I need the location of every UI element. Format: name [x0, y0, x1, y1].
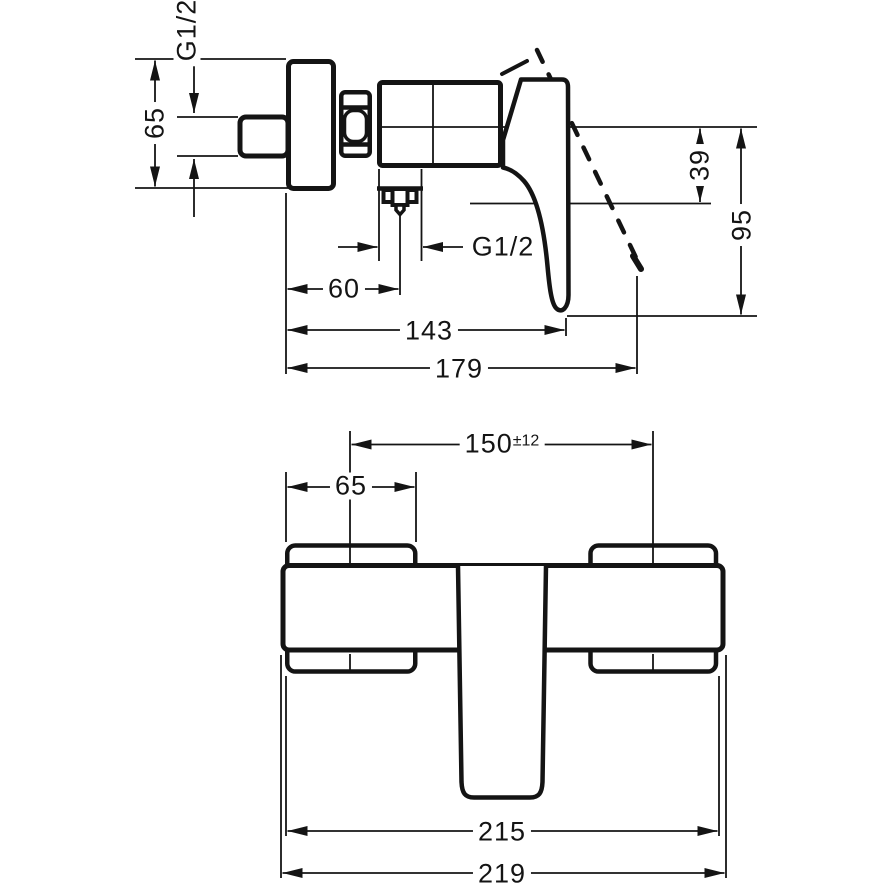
dim-label-escutcheon-width: 65	[329, 472, 373, 500]
dim-label-drop-to-outlet: 39	[685, 143, 715, 187]
front-view	[280, 431, 727, 878]
dim-tolerance-union-centers: ±12	[512, 432, 540, 450]
lever-handle-side	[500, 77, 571, 313]
dim-label-outlet-offset: 60	[322, 275, 366, 303]
lever-swing-arc-tick	[500, 59, 529, 76]
dim-label-drop-to-handle-tip: 95	[727, 203, 757, 247]
lever-open-tip-dash	[630, 253, 644, 272]
dim-label-wall-union-height: 65	[140, 101, 170, 145]
dim-label-inlet-thread: G1/2	[172, 0, 202, 67]
dim-label-projection-handle: 143	[399, 317, 459, 345]
union-nut-facet-lines	[339, 105, 372, 147]
front-extension-lines	[280, 431, 727, 878]
dim-value-union-centers: 150	[464, 428, 513, 459]
dim-label-projection-overall: 179	[429, 355, 489, 383]
dim-label-outlet-thread: G1/2	[466, 233, 540, 261]
dim-label-union-centers: 150±12	[459, 428, 545, 459]
valve-body	[377, 80, 503, 168]
escutcheon-side	[286, 59, 336, 191]
outlet-nipple	[394, 203, 406, 218]
union-nut-facet	[342, 108, 369, 144]
side-view	[135, 47, 757, 374]
lever-handle-front	[455, 565, 549, 800]
shower-outlet-fitting	[377, 186, 423, 218]
side-extension-lines	[135, 58, 757, 374]
dim-label-width-overall: 219	[472, 860, 532, 888]
dim-label-width-across-escutcheons: 215	[472, 818, 532, 846]
wall-inlet-block	[237, 114, 291, 159]
